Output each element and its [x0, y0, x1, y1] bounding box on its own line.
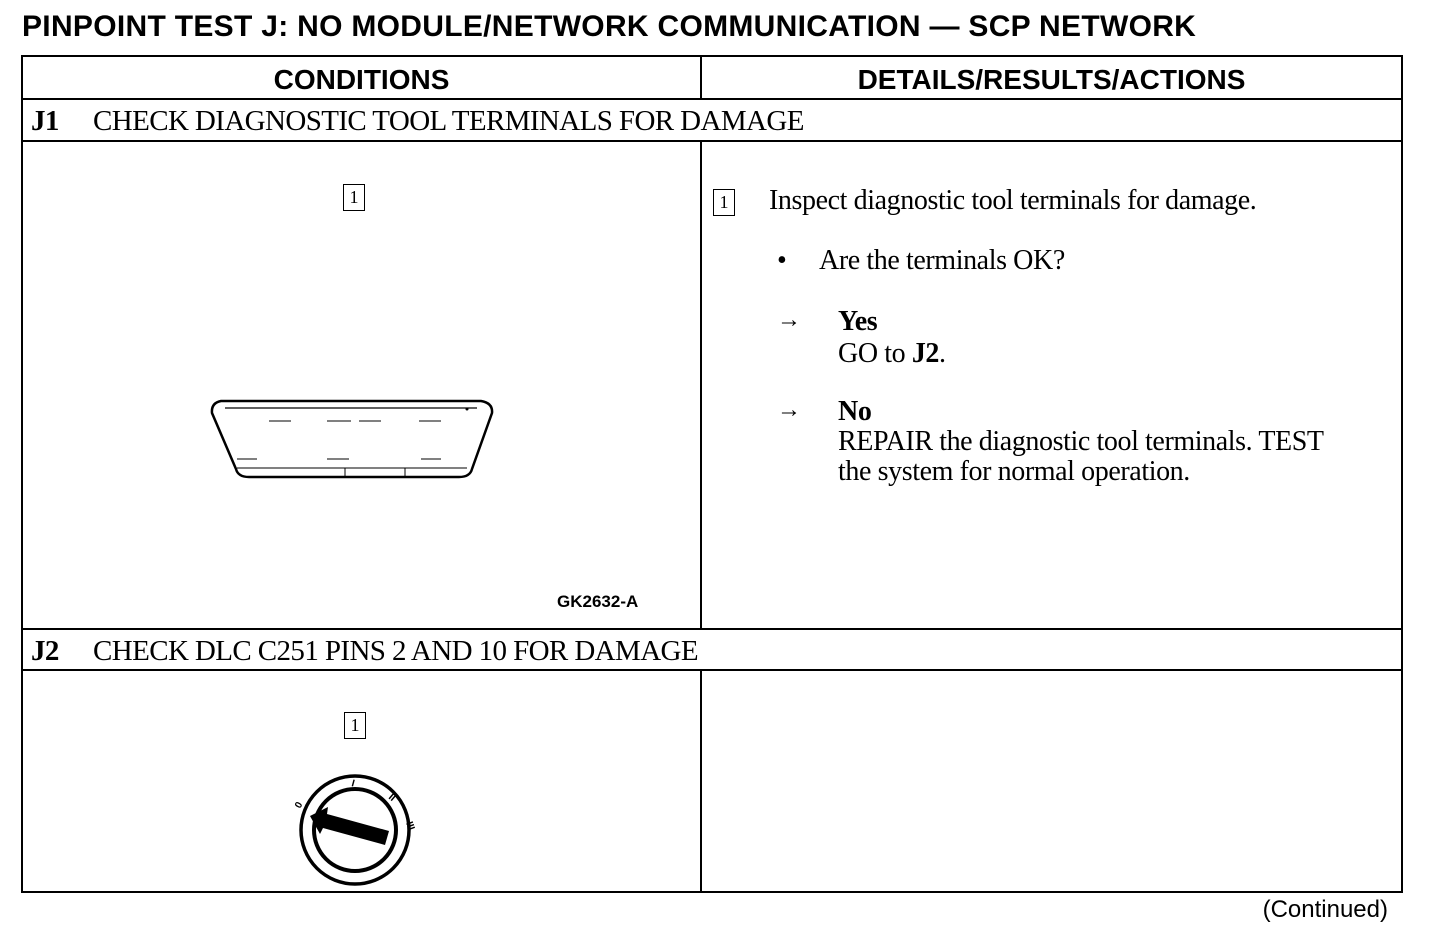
step-j2-heading: J2 CHECK DLC C251 PINS 2 AND 10 FOR DAMAG…: [31, 630, 699, 670]
step-title: CHECK DLC C251 PINS 2 AND 10 FOR DAMAGE: [93, 635, 699, 667]
dial-position-label: I: [350, 778, 356, 789]
step-j1-heading: J1 CHECK DIAGNOSTIC TOOL TERMINALS FOR DA…: [31, 100, 804, 140]
dial-position-label: III: [403, 820, 416, 832]
column-divider: [700, 141, 702, 629]
action-instruction: Inspect diagnostic tool terminals for da…: [769, 185, 1257, 216]
column-divider: [700, 57, 702, 99]
arrow-right-icon: →: [777, 397, 801, 423]
punctuation: .: [939, 338, 946, 369]
callout-marker: 1: [343, 184, 365, 211]
goto-step-j2: J2: [911, 338, 940, 369]
step-j2-details-cell: [702, 671, 1401, 891]
callout-marker: 1: [713, 189, 735, 216]
step-id: J1: [31, 105, 59, 137]
result-no-action-line-1: REPAIR the diagnostic tool terminals. TE…: [838, 426, 1324, 457]
figure-reference: GK2632-A: [557, 592, 639, 611]
callout-marker: 1: [344, 712, 366, 739]
result-no-action-line-2: the system for normal operation.: [838, 456, 1190, 487]
result-no-label: No: [838, 396, 872, 427]
column-header-details: DETAILS/RESULTS/ACTIONS: [857, 64, 1246, 95]
arrow-right-icon: →: [777, 307, 801, 333]
divider: [23, 669, 1401, 671]
result-yes-label: Yes: [838, 306, 878, 337]
continued-label: (Continued): [1262, 896, 1388, 923]
divider: [23, 628, 1401, 630]
column-divider: [700, 670, 702, 893]
page-title: PINPOINT TEST J: NO MODULE/NETWORK COMMU…: [22, 10, 1197, 43]
action-text: GO to: [838, 338, 912, 369]
bullet-icon: •: [777, 245, 787, 276]
dial-position-label: 0: [293, 800, 306, 811]
ignition-switch-illustration: 0 I II III: [293, 774, 416, 886]
result-yes-action: GO to J2.: [838, 338, 946, 370]
step-id: J2: [31, 635, 59, 667]
diagnostic-tool-terminal-illustration: [210, 399, 494, 479]
dial-position-label: II: [386, 792, 397, 804]
divider: [23, 98, 1401, 100]
divider: [23, 140, 1401, 142]
step-title: CHECK DIAGNOSTIC TOOL TERMINALS FOR DAMA…: [93, 105, 804, 137]
question-text: Are the terminals OK?: [819, 245, 1065, 276]
column-header-conditions: CONDITIONS: [273, 64, 450, 95]
